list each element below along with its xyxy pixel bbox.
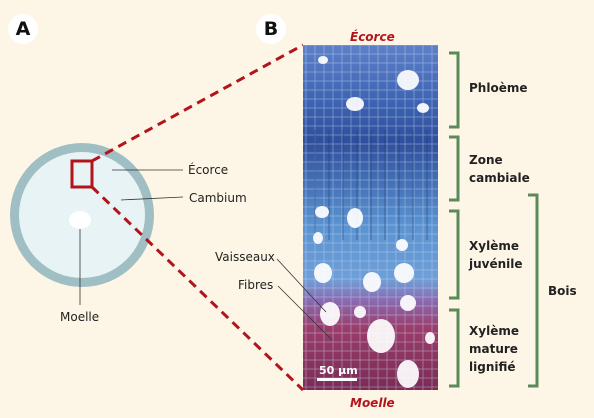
micrograph [303, 45, 438, 390]
label-fibres: Fibres [238, 278, 274, 292]
panel-a-badge: A [8, 14, 38, 44]
bracket-zone-cambiale [449, 135, 460, 202]
zone-xyleme-juvenile: Xylème juvénile [469, 239, 523, 271]
zone-phloeme: Phloème [469, 81, 528, 95]
bracket-xyleme-mature [449, 308, 460, 388]
label-cambium: Cambium [189, 191, 247, 205]
fibres-leader [277, 285, 333, 341]
cambium-leader [120, 196, 184, 201]
micrograph-top-label: Écorce [350, 30, 395, 44]
zone-xyleme-mature: Xylème mature lignifié [469, 324, 519, 374]
zone-bois: Bois [548, 284, 577, 298]
panel-b-badge: B [256, 14, 286, 44]
zone-zone-cambiale-line1: Zone [469, 153, 503, 167]
micrograph-bottom-label: Moelle [350, 396, 395, 410]
pith [69, 211, 91, 229]
bracket-phloeme [449, 51, 460, 129]
label-moelle: Moelle [60, 310, 100, 324]
label-vaisseaux: Vaisseaux [215, 250, 275, 264]
zone-xyleme-mature-line1: Xylème [469, 324, 519, 338]
zoom-line-top [91, 43, 304, 163]
zone-zone-cambiale-line2: cambiale [469, 171, 530, 185]
bracket-xyleme-juvenile [449, 209, 460, 300]
vaisseaux-leader [276, 258, 327, 313]
zone-xyleme-mature-line3: lignifié [469, 360, 516, 374]
label-ecorce: Écorce [188, 163, 229, 177]
zone-xyleme-juvenile-line1: Xylème [469, 239, 519, 253]
zoom-box [70, 159, 94, 189]
zone-zone-cambiale: Zone cambiale [469, 153, 530, 185]
zone-xyleme-juvenile-line2: juvénile [469, 257, 523, 271]
zoom-line-bottom [90, 185, 305, 392]
zone-xyleme-mature-line2: mature [469, 342, 518, 356]
scale-bar-label: 50 µm [319, 364, 358, 377]
bracket-bois [528, 193, 539, 388]
